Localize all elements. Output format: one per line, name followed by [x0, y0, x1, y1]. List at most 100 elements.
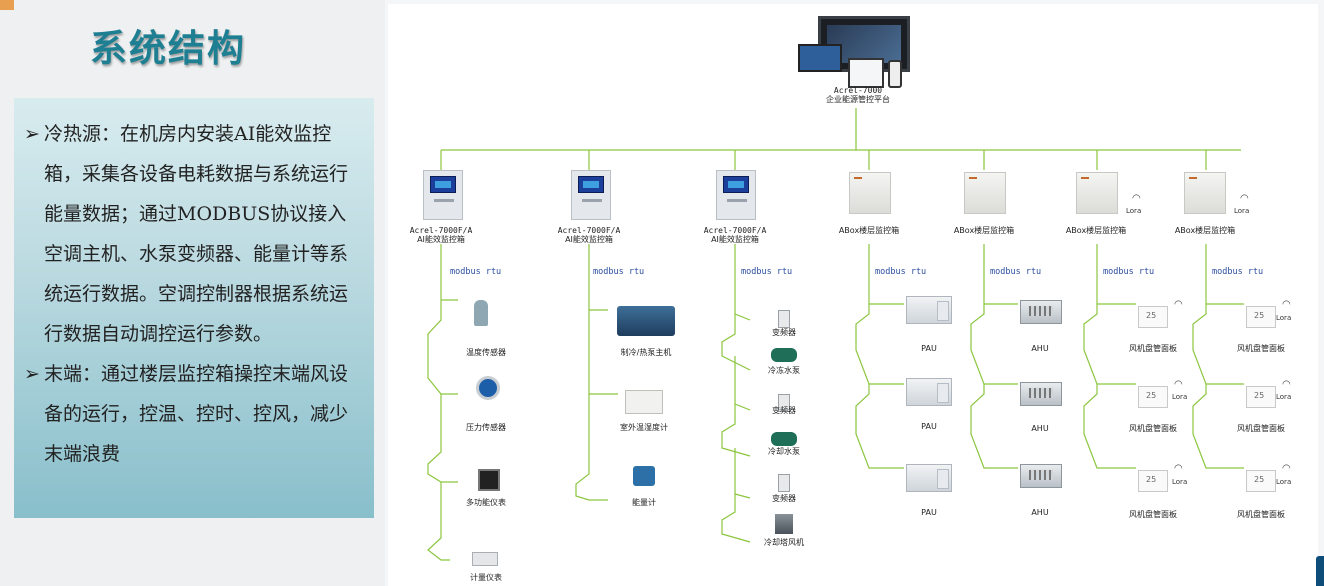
platform-name: 企业能源管控平台	[826, 95, 890, 104]
paragraph-text: 末端：通过楼层监控箱操控末端风设备的运行，控温、控时、控风，减少末端浪费	[44, 363, 349, 465]
protocol-label: modbus rtu	[741, 267, 793, 277]
device-label: PAU	[921, 422, 937, 431]
device-label: 压力传感器	[466, 423, 506, 432]
device-label: 室外温湿度计	[620, 423, 668, 432]
ai-box-name: AI能效监控箱	[565, 235, 613, 244]
wireless-icon: ◠	[1174, 299, 1183, 310]
protocol-label: modbus rtu	[593, 267, 645, 277]
device-label: 多功能仪表	[466, 498, 506, 507]
lora-tag: Lora	[1172, 393, 1188, 401]
description-paragraph-heat-source: ➢冷热源：在机房内安装AI能效监控箱，采集各设备电耗数据与系统运行能量数据；通过…	[24, 114, 364, 354]
pau-unit-icon	[906, 378, 952, 406]
device-label: 风机盘管面板	[1237, 510, 1285, 519]
multifunction-meter-icon	[478, 469, 500, 491]
device-label: AHU	[1031, 424, 1049, 433]
temperature-sensor-icon	[474, 300, 488, 326]
wireless-icon: ◠	[1282, 463, 1291, 474]
ahu-unit-icon	[1020, 464, 1062, 488]
ai-box-name: AI能效监控箱	[711, 235, 759, 244]
ai-monitor-box-icon	[571, 170, 611, 220]
ai-monitor-box-icon	[423, 170, 463, 220]
phone-icon	[888, 60, 902, 88]
bullet-arrow-icon: ➢	[24, 123, 40, 145]
abox-name: ABox楼层监控箱	[1174, 226, 1236, 235]
device-label: 变频器	[772, 328, 796, 337]
cooling-water-pump-icon	[771, 432, 797, 446]
device-label: 变频器	[772, 494, 796, 503]
inverter-icon	[778, 474, 790, 492]
lora-tag: Lora	[1126, 207, 1142, 215]
protocol-label: modbus rtu	[875, 267, 927, 277]
device-label: 风机盘管面板	[1129, 424, 1177, 433]
bullet-arrow-icon: ➢	[24, 363, 40, 385]
paragraph-text: 冷热源：在机房内安装AI能效监控箱，采集各设备电耗数据与系统运行能量数据；通过M…	[44, 123, 349, 345]
corner-accent	[0, 0, 14, 10]
device-label: 冷却塔风机	[764, 538, 804, 547]
protocol-label: modbus rtu	[450, 267, 502, 277]
pau-unit-icon	[906, 464, 952, 492]
platform-devices-icon	[798, 16, 918, 92]
device-label: AHU	[1031, 508, 1049, 517]
device-label: 温度传感器	[466, 348, 506, 357]
pau-unit-icon	[906, 296, 952, 324]
description-paragraph-terminal: ➢末端：通过楼层监控箱操控末端风设备的运行，控温、控时、控风，减少末端浪费	[24, 354, 364, 474]
chiller-icon	[617, 306, 675, 336]
abox-floor-box-icon	[964, 172, 1006, 214]
abox-floor-box-icon	[1076, 172, 1118, 214]
protocol-label: modbus rtu	[1212, 267, 1264, 277]
abox-floor-box-icon	[1184, 172, 1226, 214]
wireless-icon: ◠	[1174, 379, 1183, 390]
device-label: 制冷/热泵主机	[620, 348, 672, 357]
abox-name: ABox楼层监控箱	[953, 226, 1015, 235]
page-title: 系统结构	[90, 26, 246, 70]
fan-coil-panel-icon	[1138, 470, 1168, 492]
inverter-icon	[778, 310, 790, 328]
wireless-icon: ◠	[1282, 379, 1291, 390]
ai-box-model: Acrel-7000F/A	[703, 226, 767, 235]
fan-coil-panel-icon	[1138, 306, 1168, 328]
ai-box-model: Acrel-7000F/A	[557, 226, 621, 235]
system-diagram: Acrel-7000 企业能源管控平台 Acrel-7000F/A AI能效监控…	[388, 4, 1318, 586]
ai-box-name: AI能效监控箱	[417, 235, 465, 244]
fan-coil-panel-icon	[1246, 306, 1276, 328]
lora-tag: Lora	[1172, 478, 1188, 486]
lora-tag: Lora	[1276, 393, 1292, 401]
ai-monitor-box-icon	[716, 170, 756, 220]
ahu-unit-icon	[1020, 382, 1062, 406]
inverter-icon	[778, 394, 790, 412]
lora-tag: Lora	[1234, 207, 1250, 215]
device-label: PAU	[921, 344, 937, 353]
cooling-tower-fan-icon	[775, 514, 793, 534]
protocol-label: modbus rtu	[1103, 267, 1155, 277]
wireless-icon: ◠	[1174, 463, 1183, 474]
pressure-sensor-icon	[476, 376, 500, 400]
chilled-water-pump-icon	[771, 348, 797, 362]
ahu-unit-icon	[1020, 300, 1062, 324]
platform-model: Acrel-7000	[833, 86, 883, 95]
device-label: 风机盘管面板	[1237, 424, 1285, 433]
device-label: 风机盘管面板	[1129, 344, 1177, 353]
accent-bar	[1316, 556, 1324, 586]
laptop-icon	[798, 44, 842, 72]
abox-floor-box-icon	[849, 172, 891, 214]
protocol-label: modbus rtu	[990, 267, 1042, 277]
device-label: 冷却水泵	[768, 447, 800, 456]
device-label: 冷冻水泵	[768, 366, 800, 375]
abox-name: ABox楼层监控箱	[838, 226, 900, 235]
device-label: 风机盘管面板	[1129, 510, 1177, 519]
device-label: PAU	[921, 508, 937, 517]
metering-meter-icon	[472, 552, 498, 566]
wireless-icon: ◠	[1132, 193, 1141, 204]
device-label: AHU	[1031, 344, 1049, 353]
device-label: 风机盘管面板	[1237, 344, 1285, 353]
device-label: 能量计	[632, 498, 656, 507]
abox-name: ABox楼层监控箱	[1065, 226, 1127, 235]
wireless-icon: ◠	[1282, 299, 1291, 310]
device-label: 变频器	[772, 406, 796, 415]
fan-coil-panel-icon	[1246, 386, 1276, 408]
outdoor-thermo-hygrometer-icon	[625, 390, 663, 414]
wireless-icon: ◠	[1240, 193, 1249, 204]
ai-box-model: Acrel-7000F/A	[409, 226, 473, 235]
tablet-icon	[848, 58, 884, 88]
device-label: 计量仪表	[470, 573, 502, 582]
